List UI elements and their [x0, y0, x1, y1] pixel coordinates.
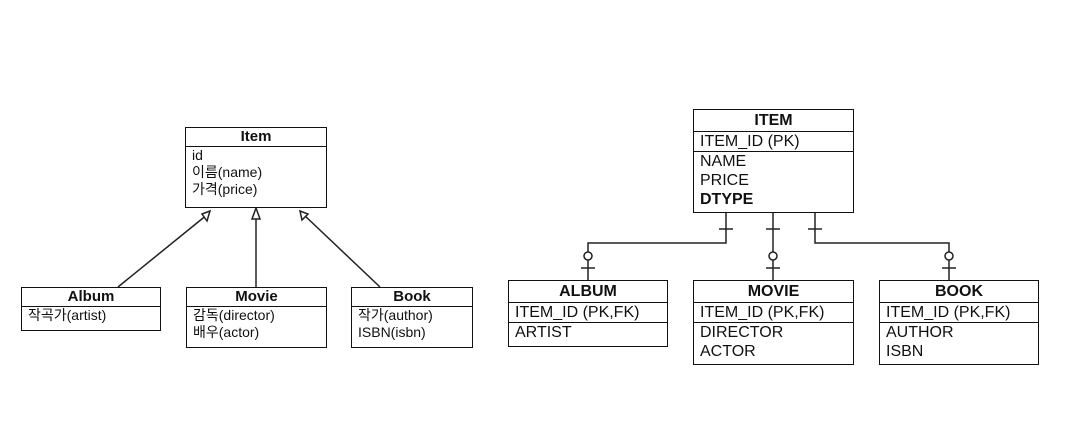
class-item-attr-name: 이름(name)	[192, 164, 263, 180]
entity-movie: MOVIE ITEM_ID (PK,FK) DIRECTOR ACTOR	[693, 280, 854, 365]
uml-inheritance-lines	[117, 205, 381, 288]
entity-album-col-artist: ARTIST	[515, 324, 572, 341]
entity-book-pk-fk: ITEM_ID (PK,FK)	[886, 304, 1011, 321]
class-movie-name: Movie	[187, 288, 326, 307]
book-inherits-item-line	[302, 213, 381, 288]
entity-album: ALBUM ITEM_ID (PK,FK) ARTIST	[508, 280, 668, 347]
entity-album-name: ALBUM	[509, 281, 667, 303]
book-inherits-arrowhead	[298, 209, 310, 222]
class-item: Item id 이름(name) 가격(price)	[185, 127, 327, 208]
class-item-attr-price: 가격(price)	[192, 181, 258, 197]
album-zero-optional-mark	[583, 251, 593, 261]
class-book-attributes: 작가(author) ISBN(isbn)	[352, 307, 472, 341]
entity-book: BOOK ITEM_ID (PK,FK) AUTHOR ISBN	[879, 280, 1039, 365]
class-item-attr-id: id	[192, 147, 203, 163]
erd-relationship-lines	[581, 213, 956, 280]
entity-movie-key-section: ITEM_ID (PK,FK)	[694, 303, 853, 323]
class-movie: Movie 감독(director) 배우(actor)	[186, 287, 327, 348]
entity-book-columns: AUTHOR ISBN	[880, 323, 1038, 361]
class-movie-attributes: 감독(director) 배우(actor)	[187, 307, 326, 341]
entity-item-col-price: PRICE	[700, 172, 749, 189]
class-album-attributes: 작곡가(artist)	[22, 307, 160, 324]
entity-book-col-isbn: ISBN	[886, 343, 924, 360]
entity-album-pk-fk: ITEM_ID (PK,FK)	[515, 304, 640, 321]
item-album-relation-line	[587, 213, 727, 280]
item-book-relation-line	[814, 213, 950, 280]
entity-item-pk: ITEM_ID (PK)	[700, 133, 800, 150]
class-movie-attr-director: 감독(director)	[193, 307, 275, 323]
class-album-name: Album	[22, 288, 160, 307]
class-album: Album 작곡가(artist)	[21, 287, 161, 331]
entity-movie-pk-fk: ITEM_ID (PK,FK)	[700, 304, 825, 321]
entity-item: ITEM ITEM_ID (PK) NAME PRICE DTYPE	[693, 109, 854, 213]
entity-item-columns: NAME PRICE DTYPE	[694, 152, 853, 209]
class-book-attr-isbn: ISBN(isbn)	[358, 324, 426, 340]
entity-album-columns: ARTIST	[509, 323, 667, 342]
entity-item-col-name: NAME	[700, 153, 747, 170]
book-zero-optional-mark	[944, 251, 954, 261]
class-book-name: Book	[352, 288, 472, 307]
class-item-name: Item	[186, 128, 326, 147]
entity-album-key-section: ITEM_ID (PK,FK)	[509, 303, 667, 323]
album-inherits-item-line	[117, 213, 209, 288]
class-book: Book 작가(author) ISBN(isbn)	[351, 287, 473, 348]
class-book-attr-author: 작가(author)	[358, 307, 433, 323]
class-movie-attr-actor: 배우(actor)	[193, 324, 260, 340]
album-inherits-arrowhead	[200, 209, 212, 223]
entity-item-col-dtype: DTYPE	[700, 191, 754, 208]
entity-movie-col-director: DIRECTOR	[700, 324, 784, 341]
entity-item-key-section: ITEM_ID (PK)	[694, 132, 853, 152]
entity-item-name: ITEM	[694, 110, 853, 132]
entity-movie-columns: DIRECTOR ACTOR	[694, 323, 853, 361]
entity-movie-name: MOVIE	[694, 281, 853, 303]
movie-zero-optional-mark	[768, 251, 778, 261]
class-album-attr-artist: 작곡가(artist)	[28, 307, 107, 323]
movie-inherits-arrowhead	[250, 205, 262, 220]
entity-movie-col-actor: ACTOR	[700, 343, 756, 360]
entity-book-key-section: ITEM_ID (PK,FK)	[880, 303, 1038, 323]
entity-book-col-author: AUTHOR	[886, 324, 954, 341]
class-item-attributes: id 이름(name) 가격(price)	[186, 147, 326, 198]
entity-book-name: BOOK	[880, 281, 1038, 303]
